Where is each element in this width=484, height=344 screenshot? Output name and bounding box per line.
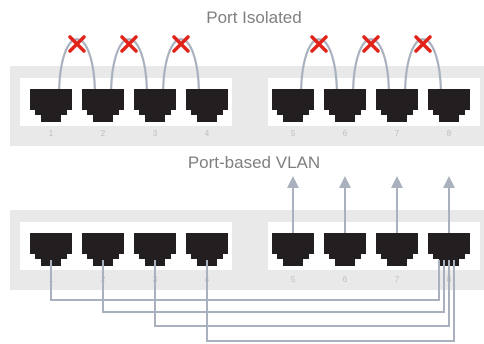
- isolation-link: [351, 38, 391, 98]
- ethernet-port-icon: [82, 233, 124, 266]
- isolation-link: [299, 38, 339, 98]
- port-number-label: 6: [343, 129, 348, 138]
- ethernet-port-icon: [186, 233, 228, 266]
- port-number-label: 3: [153, 129, 158, 138]
- isolated-ports: 1 2 3 4 5 6 7 8: [30, 89, 470, 138]
- red-x-icon: [120, 35, 138, 53]
- vlan-link-to-port-8: [154, 260, 450, 327]
- isolation-link: [109, 38, 149, 98]
- vlan-link-to-port-8: [102, 260, 445, 313]
- port-number-label: 2: [101, 129, 106, 138]
- port-based-vlan-title: Port-based VLAN: [188, 153, 320, 172]
- ethernet-port-icon: [428, 233, 470, 266]
- ethernet-port-icon: [82, 89, 124, 122]
- isolation-link: [57, 38, 97, 98]
- ethernet-port-icon: [428, 89, 470, 122]
- port-number-label: 5: [291, 275, 296, 284]
- port-number-label: 5: [291, 129, 296, 138]
- vlan-link-to-port-8: [50, 260, 440, 301]
- switch-isolated: 1 2 3 4 5 6 7 8: [10, 35, 484, 146]
- port-number-label: 6: [343, 275, 348, 284]
- vlan-links: [50, 260, 455, 342]
- red-x-icon: [68, 35, 86, 53]
- port-number-label: 8: [447, 129, 452, 138]
- red-x-icon: [414, 35, 432, 53]
- ethernet-port-icon: [134, 89, 176, 122]
- ethernet-port-icon: [376, 233, 418, 266]
- ethernet-port-icon: [134, 233, 176, 266]
- port-number-label: 4: [205, 129, 210, 138]
- port-number-label: 7: [395, 275, 400, 284]
- ethernet-port-icon: [30, 89, 72, 122]
- isolation-link: [403, 38, 443, 98]
- ethernet-port-icon: [186, 89, 228, 122]
- red-x-icon: [362, 35, 380, 53]
- isolation-link: [161, 38, 201, 98]
- ethernet-port-icon: [324, 89, 366, 122]
- ethernet-port-icon: [272, 233, 314, 266]
- ethernet-port-icon: [272, 89, 314, 122]
- ethernet-port-icon: [30, 233, 72, 266]
- ethernet-port-icon: [376, 89, 418, 122]
- isolated-links: [57, 38, 443, 98]
- blocked-markers: [68, 35, 432, 53]
- ethernet-port-icon: [324, 233, 366, 266]
- port-isolated-title: Port Isolated: [206, 8, 301, 27]
- red-x-icon: [310, 35, 328, 53]
- vlan-link-to-port-8: [206, 260, 455, 342]
- red-x-icon: [172, 35, 190, 53]
- uplink-arrows: [287, 176, 455, 236]
- port-number-label: 1: [49, 129, 54, 138]
- port-number-label: 7: [395, 129, 400, 138]
